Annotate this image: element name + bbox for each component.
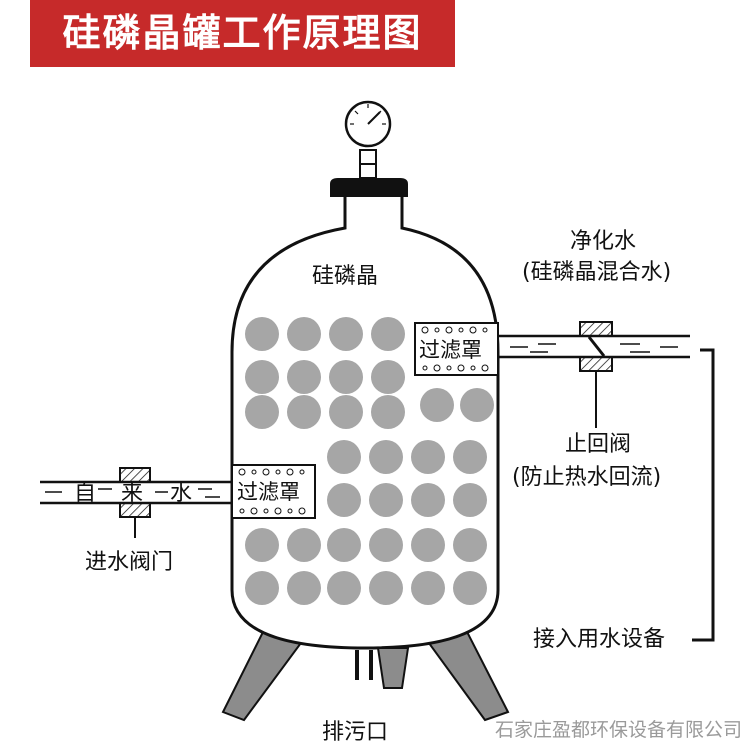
mixed-water-label: (硅磷晶混合水) (522, 260, 672, 285)
to-equipment-label: 接入用水设备 (533, 627, 666, 652)
inlet-char-2: 来 (121, 481, 144, 506)
check-valve-top (579, 321, 613, 337)
check-valve-label: 止回阀 (565, 432, 632, 457)
company-watermark: 石家庄盈都环保设备有限公司 (494, 719, 742, 741)
check-valve-note: (防止热水回流) (512, 465, 662, 490)
inlet-valve-top (119, 467, 151, 483)
filter-left-label: 过滤罩 (237, 480, 300, 504)
water-flow-marks-right (510, 343, 678, 353)
filter-bubbles-left (238, 468, 306, 515)
connection-line (692, 348, 715, 642)
silicon-crystal-label: 硅磷晶 (312, 264, 379, 289)
filter-cover-left (231, 464, 316, 519)
diagram-title: 硅磷晶罐工作原理图 (30, 0, 455, 67)
check-valve-bottom (579, 356, 613, 372)
crystal-balls (245, 317, 494, 605)
purified-water-label: 净化水 (570, 229, 637, 254)
inlet-char-3: 水 (170, 481, 193, 506)
check-valve-flap (587, 336, 606, 357)
filter-bubbles-top (421, 326, 489, 372)
inlet-char-1: 自 (74, 481, 97, 506)
drain-stand (376, 647, 410, 689)
tank-cap (330, 178, 408, 197)
filter-top-label: 过滤罩 (419, 338, 482, 362)
inlet-valve-label: 进水阀门 (85, 550, 174, 575)
drain-label: 排污口 (322, 720, 389, 745)
water-flow-marks-left (45, 488, 220, 498)
